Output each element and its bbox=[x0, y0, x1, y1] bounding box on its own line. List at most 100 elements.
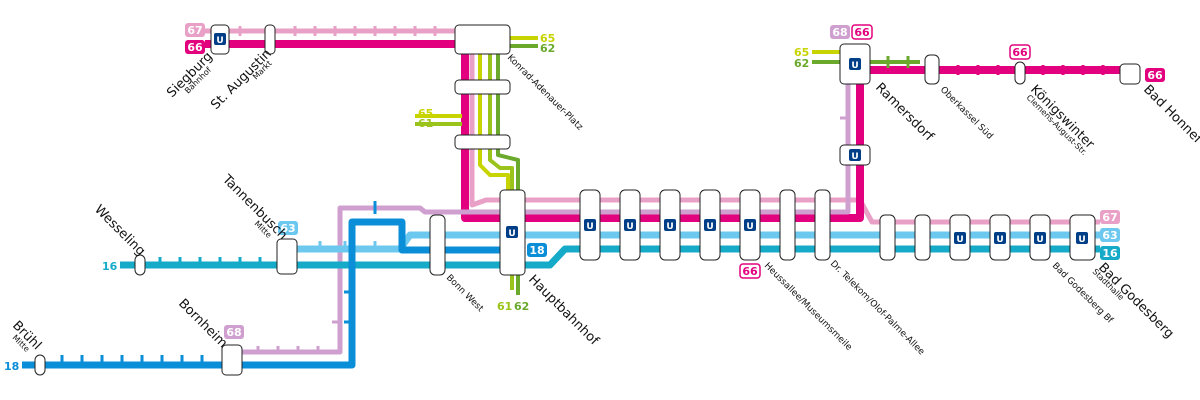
line-badge-67: 67 bbox=[185, 23, 205, 37]
line-badge-18: 18 bbox=[527, 243, 547, 257]
bad-honnef-marker bbox=[1119, 63, 1141, 85]
bornheim-marker bbox=[221, 344, 243, 376]
st-5-marker bbox=[779, 189, 796, 261]
ubahn-icon: U bbox=[214, 33, 226, 46]
line-badge-16: 16 bbox=[1100, 246, 1120, 260]
station-label-tannenbusch: Tannenbusch bbox=[218, 172, 290, 244]
line-badge-66: 66 bbox=[851, 24, 873, 40]
svg-text:16: 16 bbox=[1102, 247, 1118, 260]
ubahn-icon: U bbox=[849, 149, 861, 162]
svg-text:U: U bbox=[508, 229, 515, 239]
station-label-bonn-west: Bonn West bbox=[444, 273, 485, 314]
svg-text:U: U bbox=[586, 222, 593, 232]
ubahn-icon: U bbox=[664, 219, 676, 232]
ubahn-icon: U bbox=[954, 232, 966, 245]
bonn-west-marker bbox=[429, 214, 446, 276]
station-label-hauptbahnhof: Hauptbahnhof bbox=[525, 272, 602, 349]
line-18-path bbox=[22, 218, 520, 369]
station-label-st-augustin: St. Augustin bbox=[208, 46, 274, 112]
station-label-koenigswinter: Königswinter bbox=[1027, 82, 1097, 152]
line-number-16: 16 bbox=[102, 260, 118, 273]
station-markers bbox=[34, 24, 1141, 376]
svg-text:68: 68 bbox=[832, 26, 847, 39]
station-label-oberkassel: Oberkassel Süd bbox=[938, 85, 995, 142]
line-number-65: 65 bbox=[794, 46, 809, 59]
line-number-65: 65 bbox=[540, 32, 555, 45]
svg-text:66: 66 bbox=[187, 41, 203, 54]
line-16-path bbox=[120, 245, 1100, 269]
station-label-wesseling: Wesseling bbox=[91, 202, 148, 259]
ubahn-icon: U bbox=[744, 219, 756, 232]
ubahn-icon: U bbox=[506, 226, 518, 239]
line-67-path bbox=[205, 28, 1100, 225]
svg-text:67: 67 bbox=[187, 24, 202, 37]
ubahn-icon: U bbox=[624, 219, 636, 232]
ubahn-icon: U bbox=[994, 232, 1006, 245]
svg-text:U: U bbox=[746, 222, 753, 232]
svg-text:U: U bbox=[1036, 235, 1043, 245]
line-badge-68: 68 bbox=[224, 325, 244, 339]
svg-text:66: 66 bbox=[1012, 46, 1028, 59]
ubahn-symbols: U U U U U U U U U U U U U bbox=[214, 33, 1088, 245]
stop-ticks bbox=[60, 26, 1105, 365]
station-label-ramersdorf: Ramersdorf bbox=[872, 80, 936, 144]
svg-text:U: U bbox=[956, 235, 963, 245]
wesseling-marker bbox=[134, 254, 146, 276]
svg-text:U: U bbox=[851, 152, 858, 162]
line-badge-67: 67 bbox=[1100, 210, 1120, 224]
line-badge-66: 66 bbox=[185, 40, 205, 54]
station-label-konrad: Konrad-Adenauer-Platz bbox=[505, 53, 585, 133]
svg-text:68: 68 bbox=[226, 326, 241, 339]
ubahn-icon: U bbox=[849, 58, 861, 71]
line-68-path bbox=[232, 70, 851, 355]
line-number-61: 61 bbox=[497, 300, 512, 313]
line-badge-63: 63 bbox=[278, 221, 298, 235]
svg-text:U: U bbox=[996, 235, 1003, 245]
telekom-marker bbox=[814, 189, 831, 261]
tannenbusch-marker bbox=[276, 238, 298, 275]
line-badge-66: 66 bbox=[739, 263, 761, 279]
koenigswinter-marker bbox=[1014, 61, 1026, 85]
line-numbers: 65 62 65 61 65 62 61 62 16 18 bbox=[4, 32, 809, 373]
svg-text:66: 66 bbox=[1147, 69, 1163, 82]
svg-text:U: U bbox=[851, 61, 858, 71]
line-number-62: 62 bbox=[514, 300, 529, 313]
konrad-mid2-marker bbox=[454, 134, 511, 150]
line-number-65: 65 bbox=[418, 107, 433, 120]
svg-text:18: 18 bbox=[529, 244, 544, 257]
oberkassel-marker bbox=[924, 54, 940, 85]
line-badges: 67 66 68 66 66 66 63 18 66 67 63 16 68 bbox=[185, 23, 1165, 339]
station-label-bornheim: Bornheim bbox=[175, 296, 230, 351]
konrad-marker bbox=[454, 24, 511, 55]
st-6-marker bbox=[879, 214, 896, 261]
ubahn-icon: U bbox=[1034, 232, 1046, 245]
svg-text:U: U bbox=[216, 36, 223, 46]
svg-text:63: 63 bbox=[280, 222, 295, 235]
svg-text:66: 66 bbox=[854, 26, 870, 39]
line-badge-68: 68 bbox=[830, 25, 850, 39]
svg-text:U: U bbox=[706, 222, 713, 232]
station-label-bad-honnef: Bad Honnef bbox=[1140, 82, 1200, 147]
ubahn-icon: U bbox=[584, 219, 596, 232]
line-65-path bbox=[415, 36, 538, 215]
line-number-62: 62 bbox=[540, 42, 555, 55]
svg-text:63: 63 bbox=[1102, 229, 1117, 242]
line-badge-66: 66 bbox=[1145, 68, 1165, 82]
st-7-marker bbox=[914, 214, 931, 261]
svg-text:U: U bbox=[666, 222, 673, 232]
line-badge-66: 66 bbox=[1009, 44, 1031, 60]
ubahn-icon: U bbox=[704, 219, 716, 232]
ubahn-icon: U bbox=[1076, 232, 1088, 245]
line-number-62: 62 bbox=[794, 57, 809, 70]
konrad-mid1-marker bbox=[454, 79, 511, 95]
line-number-18: 18 bbox=[4, 360, 19, 373]
bruehl-marker bbox=[34, 354, 46, 376]
line-number-61: 61 bbox=[418, 117, 433, 130]
line-badge-63: 63 bbox=[1100, 228, 1120, 242]
svg-text:66: 66 bbox=[742, 265, 758, 278]
svg-text:67: 67 bbox=[1102, 211, 1117, 224]
station-label-bad-godesberg: Bad Godesberg bbox=[1095, 260, 1176, 341]
svg-text:U: U bbox=[626, 222, 633, 232]
svg-text:U: U bbox=[1078, 235, 1085, 245]
